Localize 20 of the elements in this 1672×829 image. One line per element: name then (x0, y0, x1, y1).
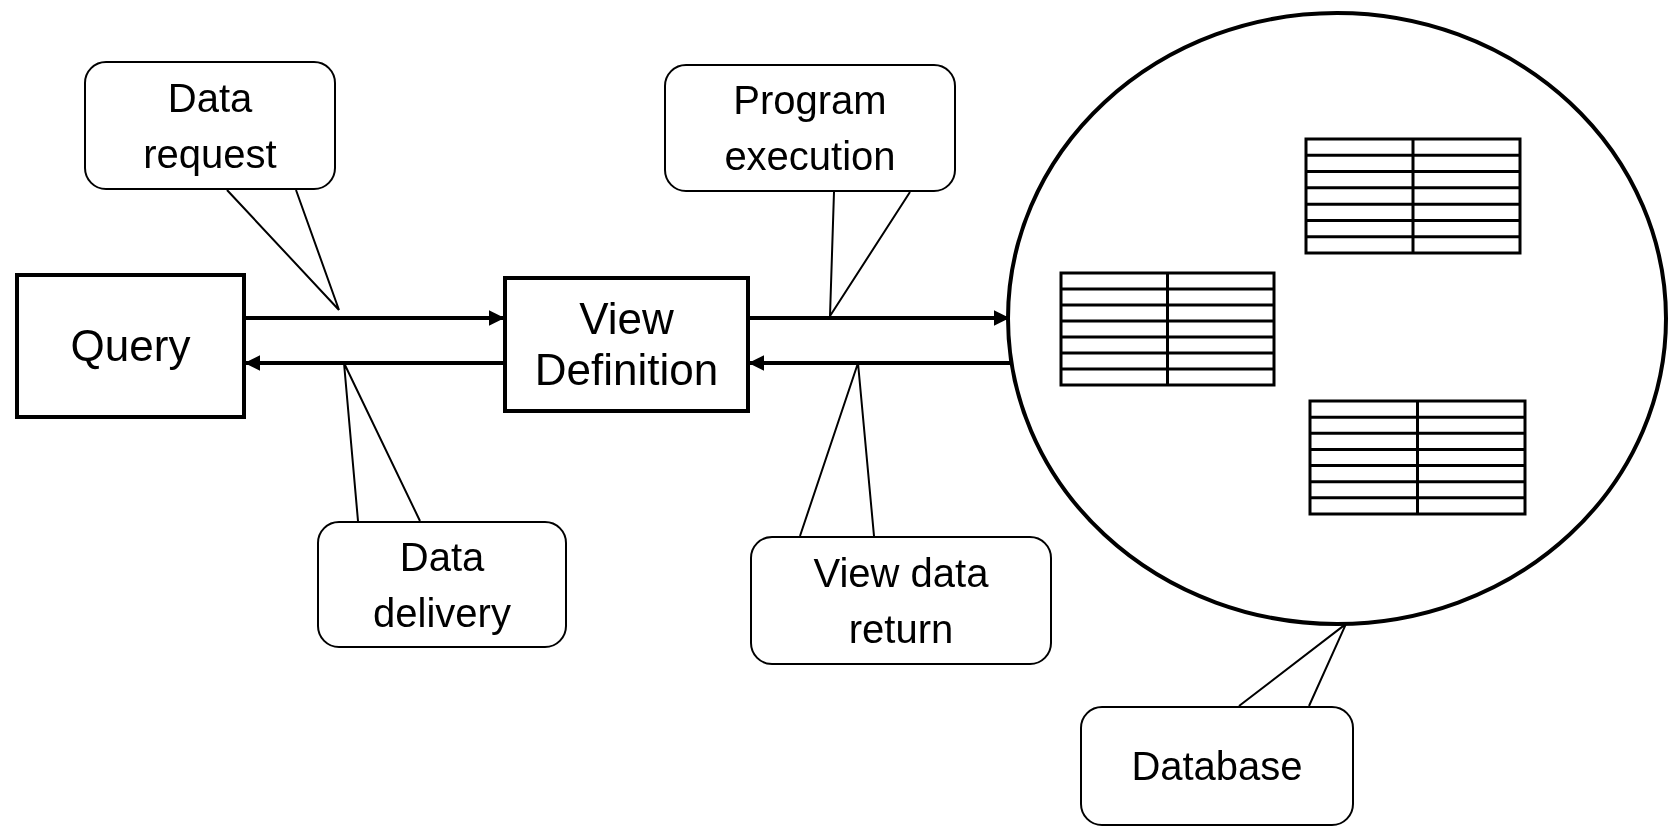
node-label: Data delivery (372, 533, 512, 637)
callout-pointer (799, 362, 875, 537)
node-label: View data return (812, 549, 990, 653)
node-label: Program execution (723, 77, 897, 180)
node-label: Database (1131, 743, 1303, 790)
callout-pointer (829, 191, 911, 317)
node-label: Data request (142, 74, 278, 178)
callout-bubble (664, 64, 956, 192)
callout-bubble (1080, 706, 1354, 826)
process-box (15, 273, 246, 419)
callout-bubble (84, 61, 336, 190)
arrow (246, 310, 505, 326)
node-label: View Definition (533, 293, 720, 396)
callout-pointer (226, 189, 340, 311)
callout-pointer (343, 362, 421, 522)
callout-bubble (750, 536, 1052, 665)
process-box (503, 276, 750, 413)
callout-pointer (1238, 622, 1347, 707)
callout-bubble (317, 521, 567, 648)
node-label: Query (70, 320, 191, 372)
